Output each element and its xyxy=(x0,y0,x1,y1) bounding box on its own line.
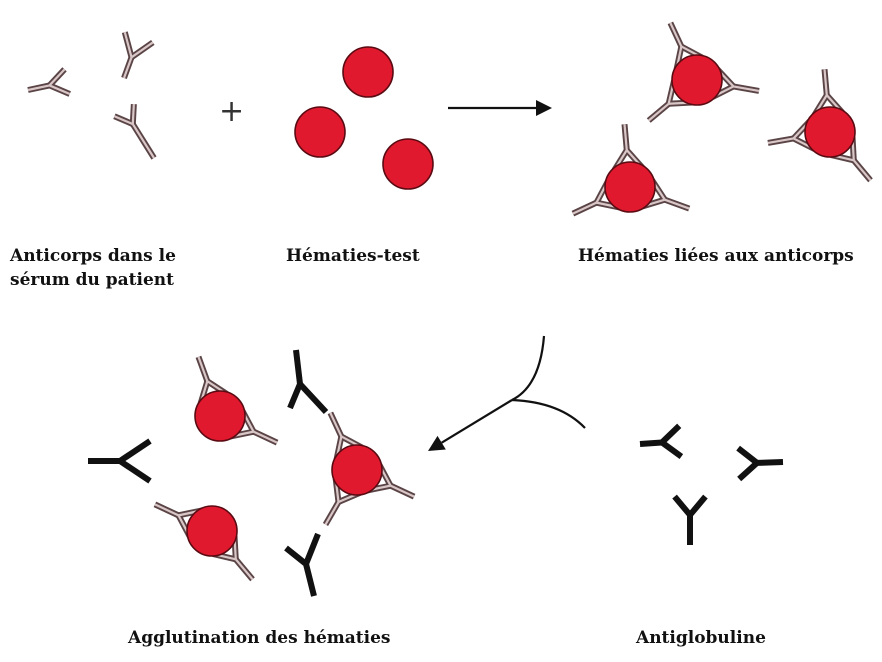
antiglobulin-bridge-icon xyxy=(300,384,326,412)
coated-red-cell xyxy=(195,357,277,443)
test-red-cells-group xyxy=(295,47,433,189)
coated-red-cell xyxy=(326,413,415,525)
red-cell-icon xyxy=(805,107,855,157)
free-antibody-icon xyxy=(114,104,154,158)
antiglobulin-icon xyxy=(640,426,681,457)
arrowhead-icon xyxy=(428,436,446,451)
plus-sign: + xyxy=(219,94,244,129)
serum-antibodies-caption-line1: Anticorps dans le xyxy=(10,244,176,268)
agglutination-caption: Agglutination des hématies xyxy=(128,626,390,650)
bound-red-cells-caption: Hématies liées aux anticorps xyxy=(578,244,854,268)
antiglobulin-bridge-icon xyxy=(290,350,300,408)
curve-stroke xyxy=(512,400,585,428)
curved-arrow-icon xyxy=(428,400,512,451)
serum-antibodies-caption: Anticorps dans le sérum du patient xyxy=(10,244,176,292)
curve-stroke xyxy=(512,336,544,400)
red-cell-icon xyxy=(295,107,345,157)
red-cell-icon xyxy=(187,506,237,556)
coated-red-cell xyxy=(573,124,689,213)
red-cell-icon xyxy=(672,55,722,105)
arrowhead-icon xyxy=(536,100,552,116)
free-antibody-icon xyxy=(28,69,70,94)
antibody-coated-cells-group xyxy=(573,23,871,214)
antiglobulin-bridge-icon xyxy=(88,441,150,461)
antiglobulin-icon xyxy=(675,497,706,545)
red-cell-icon xyxy=(383,139,433,189)
serum-antibodies-caption-line2: sérum du patient xyxy=(10,268,176,292)
coated-red-cell xyxy=(649,23,759,121)
antiglobulin-group xyxy=(640,426,783,545)
red-cell-icon xyxy=(332,445,382,495)
red-cell-icon xyxy=(195,391,245,441)
serum-antibodies-group xyxy=(28,32,154,158)
reaction-arrow-icon xyxy=(448,100,552,116)
antiglobulin-bridge-icon xyxy=(120,461,150,481)
test-red-cells-caption: Hématies-test xyxy=(286,244,420,268)
agglutination-group xyxy=(88,350,414,596)
curved-arrow xyxy=(428,336,585,451)
coated-red-cell xyxy=(768,69,871,180)
antiglobulin-bridge-icon xyxy=(306,534,318,564)
reaction-arrow xyxy=(448,100,552,116)
antiglobulin-icon xyxy=(738,448,783,479)
red-cell-icon xyxy=(605,162,655,212)
coated-red-cell xyxy=(155,504,253,579)
free-antibody-icon xyxy=(124,32,153,78)
red-cell-icon xyxy=(343,47,393,97)
antiglobulin-caption: Antiglobuline xyxy=(636,626,766,650)
